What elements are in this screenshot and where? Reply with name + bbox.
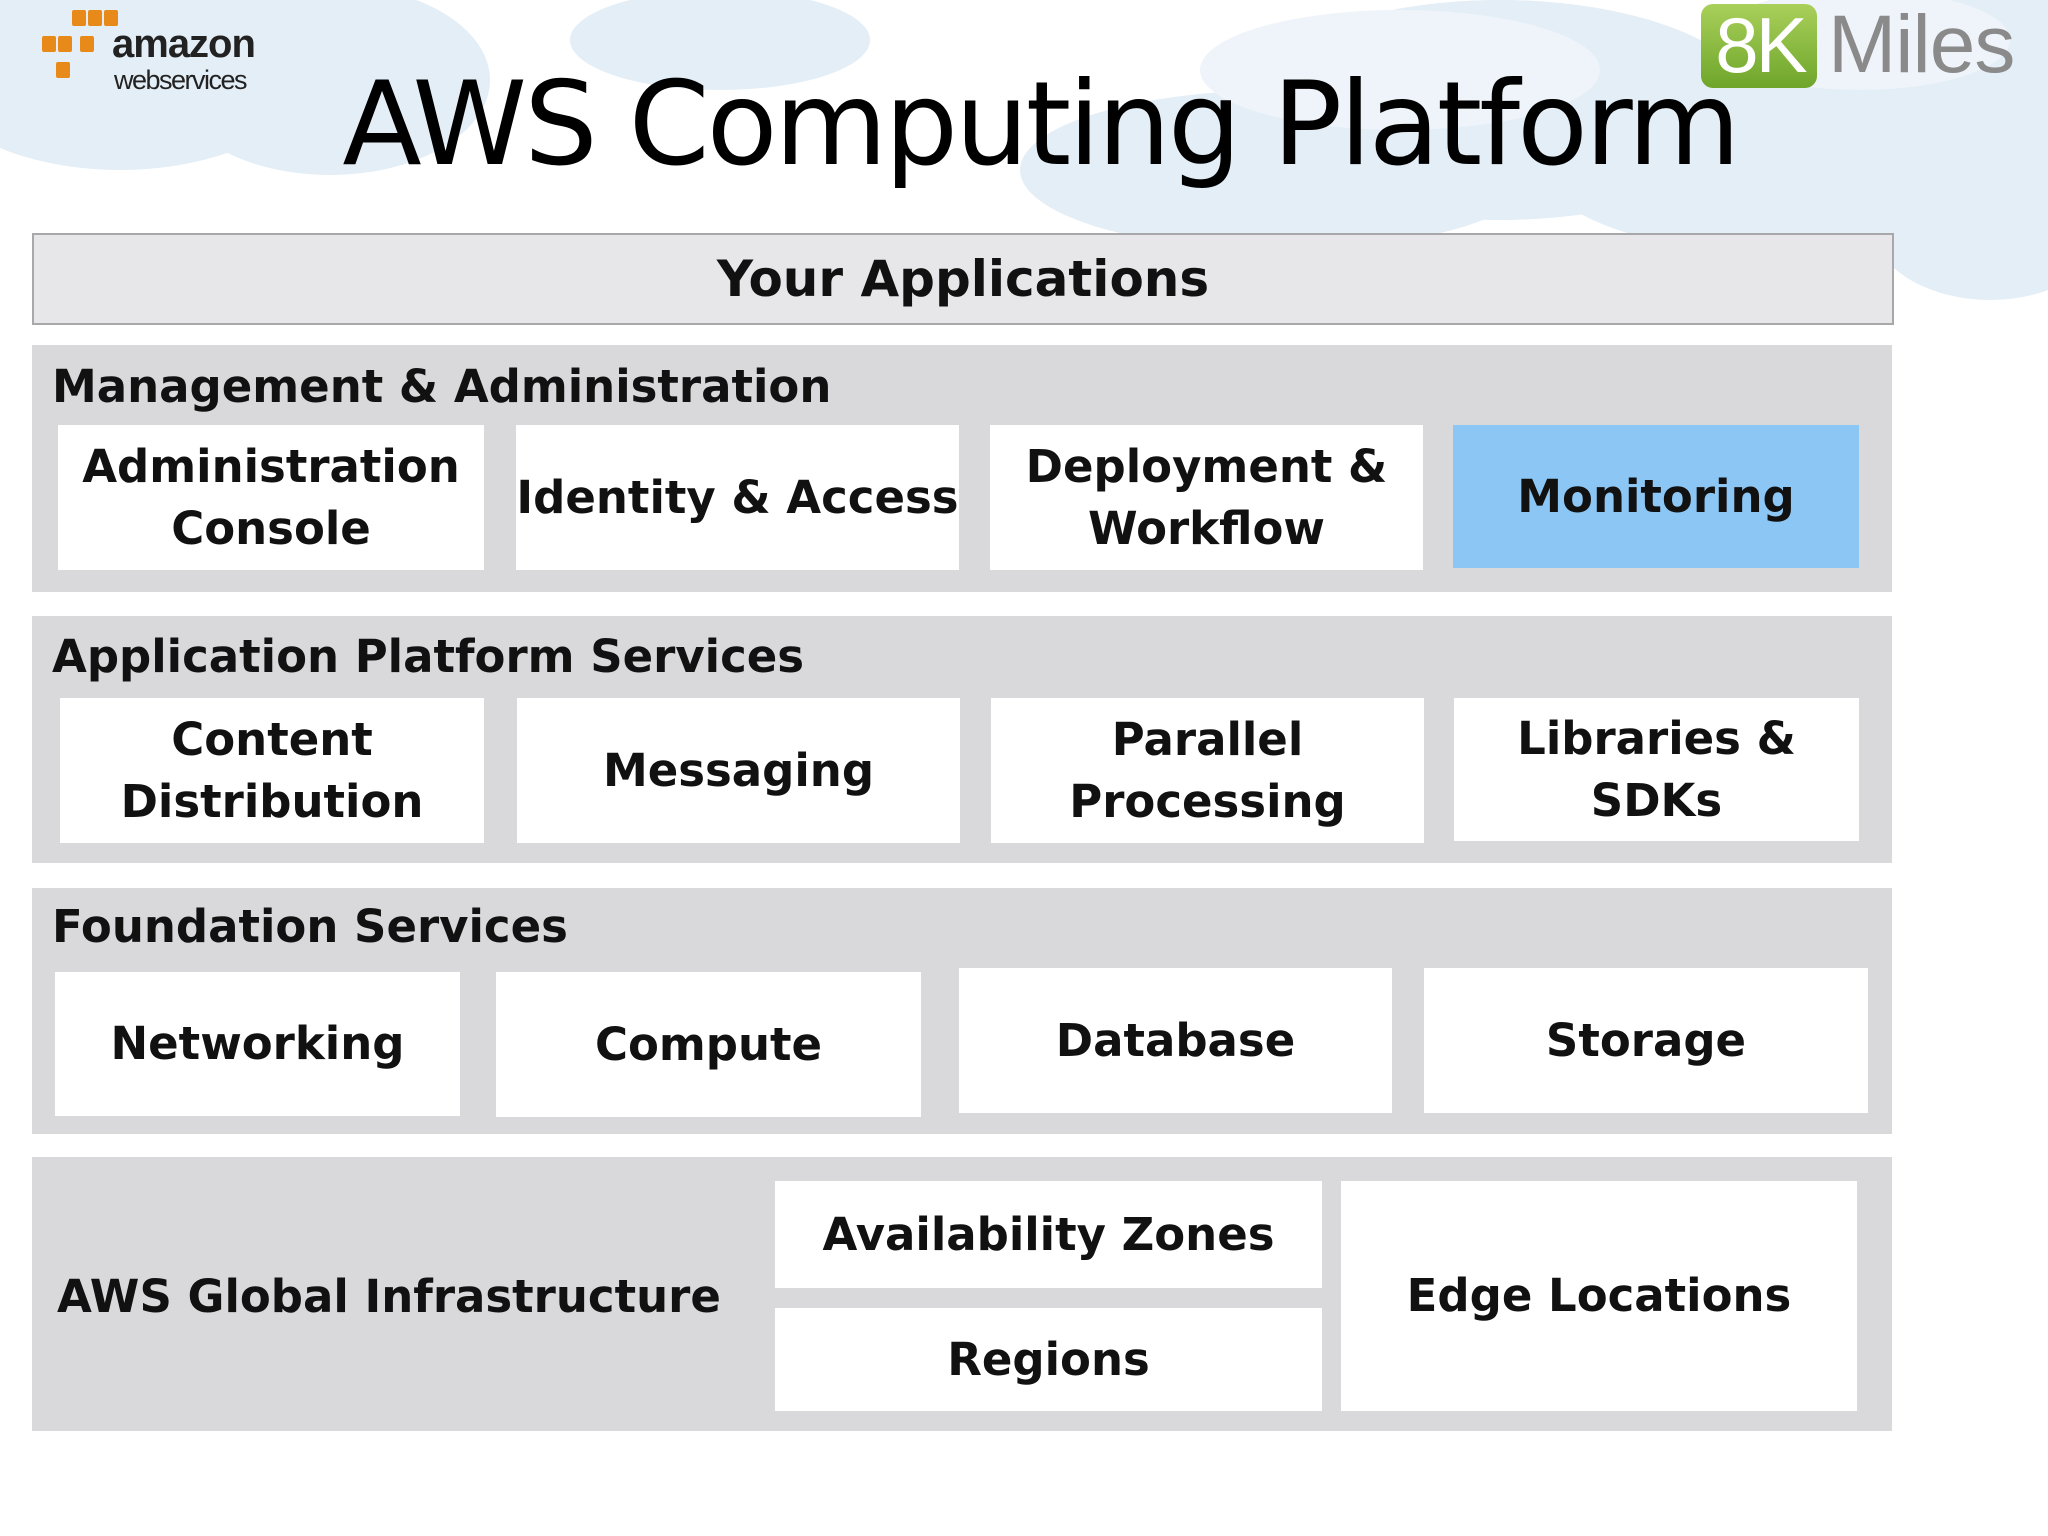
content-distribution-box: Content Distribution: [60, 698, 484, 843]
8k-wordmark: 8K: [1715, 1, 1807, 89]
database-box: Database: [959, 968, 1392, 1113]
logo-cube-icon: [72, 10, 86, 26]
parallel-processing-box: Parallel Processing: [991, 698, 1424, 843]
your-applications-bar: Your Applications: [32, 233, 1894, 325]
administration-console-box: Administration Console: [58, 425, 484, 570]
logo-cube-icon: [42, 36, 56, 52]
8k-miles-logo: 8K Miles: [1698, 0, 2038, 96]
networking-box: Networking: [55, 972, 460, 1116]
management-label: Management & Administration: [52, 360, 832, 413]
logo-cube-icon: [88, 10, 102, 26]
logo-cube-icon: [58, 36, 72, 52]
regions-box: Regions: [775, 1308, 1322, 1411]
8k-badge: [1701, 4, 1817, 88]
amazon-wordmark: amazon: [112, 22, 256, 66]
compute-box: Compute: [496, 972, 921, 1117]
logo-cube-icon: [80, 36, 94, 52]
deployment-workflow-box: Deployment & Workflow: [990, 425, 1423, 570]
web-services-wordmark: webservices: [114, 65, 248, 95]
availability-zones-box: Availability Zones: [775, 1181, 1322, 1288]
miles-wordmark: Miles: [1828, 0, 2015, 90]
amazon-web-services-logo: amazon webservices: [40, 6, 290, 96]
libraries-sdks-box: Libraries & SDKs: [1454, 698, 1859, 841]
monitoring-box: Monitoring: [1453, 425, 1859, 568]
edge-locations-box: Edge Locations: [1341, 1181, 1857, 1411]
storage-box: Storage: [1424, 968, 1868, 1113]
foundation-label: Foundation Services: [52, 900, 568, 953]
infrastructure-label: AWS Global Infrastructure: [57, 1270, 721, 1323]
logo-cube-icon: [104, 10, 118, 26]
platform-label: Application Platform Services: [52, 630, 805, 683]
messaging-box: Messaging: [517, 698, 960, 843]
page-title: AWS Computing Platform: [342, 57, 1740, 192]
identity-access-box: Identity & Access: [516, 425, 959, 570]
cloud-background: [0, 0, 2048, 300]
logo-cube-icon: [56, 62, 70, 78]
